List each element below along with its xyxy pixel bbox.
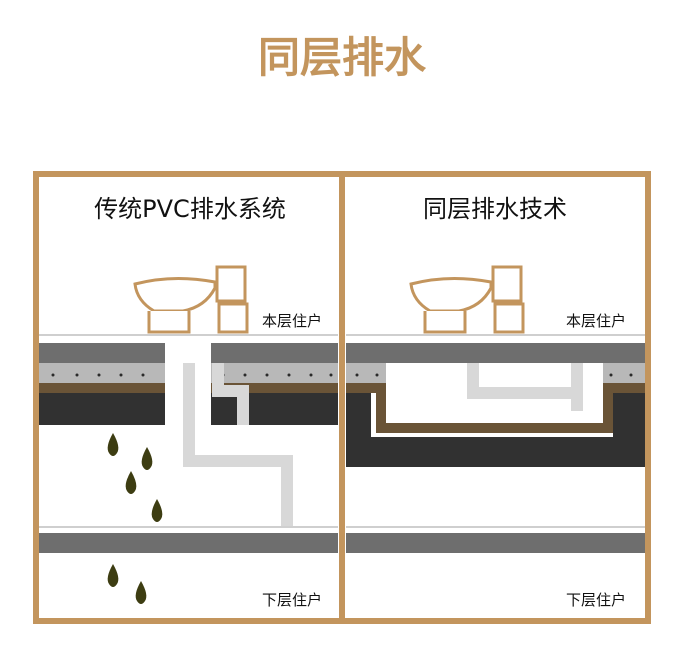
- upper-slab-concrete: [346, 343, 645, 363]
- lower-slab-concrete: [39, 533, 338, 553]
- lower-slab-concrete: [346, 533, 645, 553]
- upper-slab-dark: [39, 393, 165, 425]
- comparison-frame: [33, 171, 651, 624]
- right-panel-diagram: [346, 265, 645, 553]
- upper-slab-concrete: [39, 343, 165, 363]
- drain-pipe: [467, 363, 583, 411]
- left-panel-diagram: [39, 265, 338, 604]
- panel-title-same-floor: 同层排水技术: [423, 195, 567, 223]
- leak-drops: [107, 433, 163, 604]
- upper-resident-label: 本层住户: [262, 312, 323, 330]
- upper-slab-gravel: [346, 363, 386, 383]
- page-title: 同层排水: [257, 33, 426, 82]
- upper-slab-gravel: [603, 363, 645, 383]
- frame-divider: [339, 174, 345, 621]
- upper-resident-label: 本层住户: [566, 312, 627, 330]
- gravel-dots: [355, 373, 633, 377]
- upper-slab-brown: [39, 383, 165, 393]
- toilet-icon: [409, 265, 525, 334]
- lower-resident-label: 下层住户: [262, 591, 323, 609]
- upper-slab-gravel: [211, 363, 338, 383]
- upper-slab-concrete: [211, 343, 338, 363]
- upper-slab-gravel: [39, 363, 165, 383]
- sunken-slab-dark: [346, 383, 645, 467]
- lower-resident-label: 下层住户: [566, 591, 627, 609]
- upper-slab-dark: [211, 393, 338, 425]
- comparison-diagram: [33, 171, 651, 624]
- upper-slab-brown: [211, 383, 338, 393]
- panel-title-traditional: 传统PVC排水系统: [94, 195, 286, 223]
- toilet-icon: [133, 265, 249, 334]
- drain-pipe: [183, 363, 293, 526]
